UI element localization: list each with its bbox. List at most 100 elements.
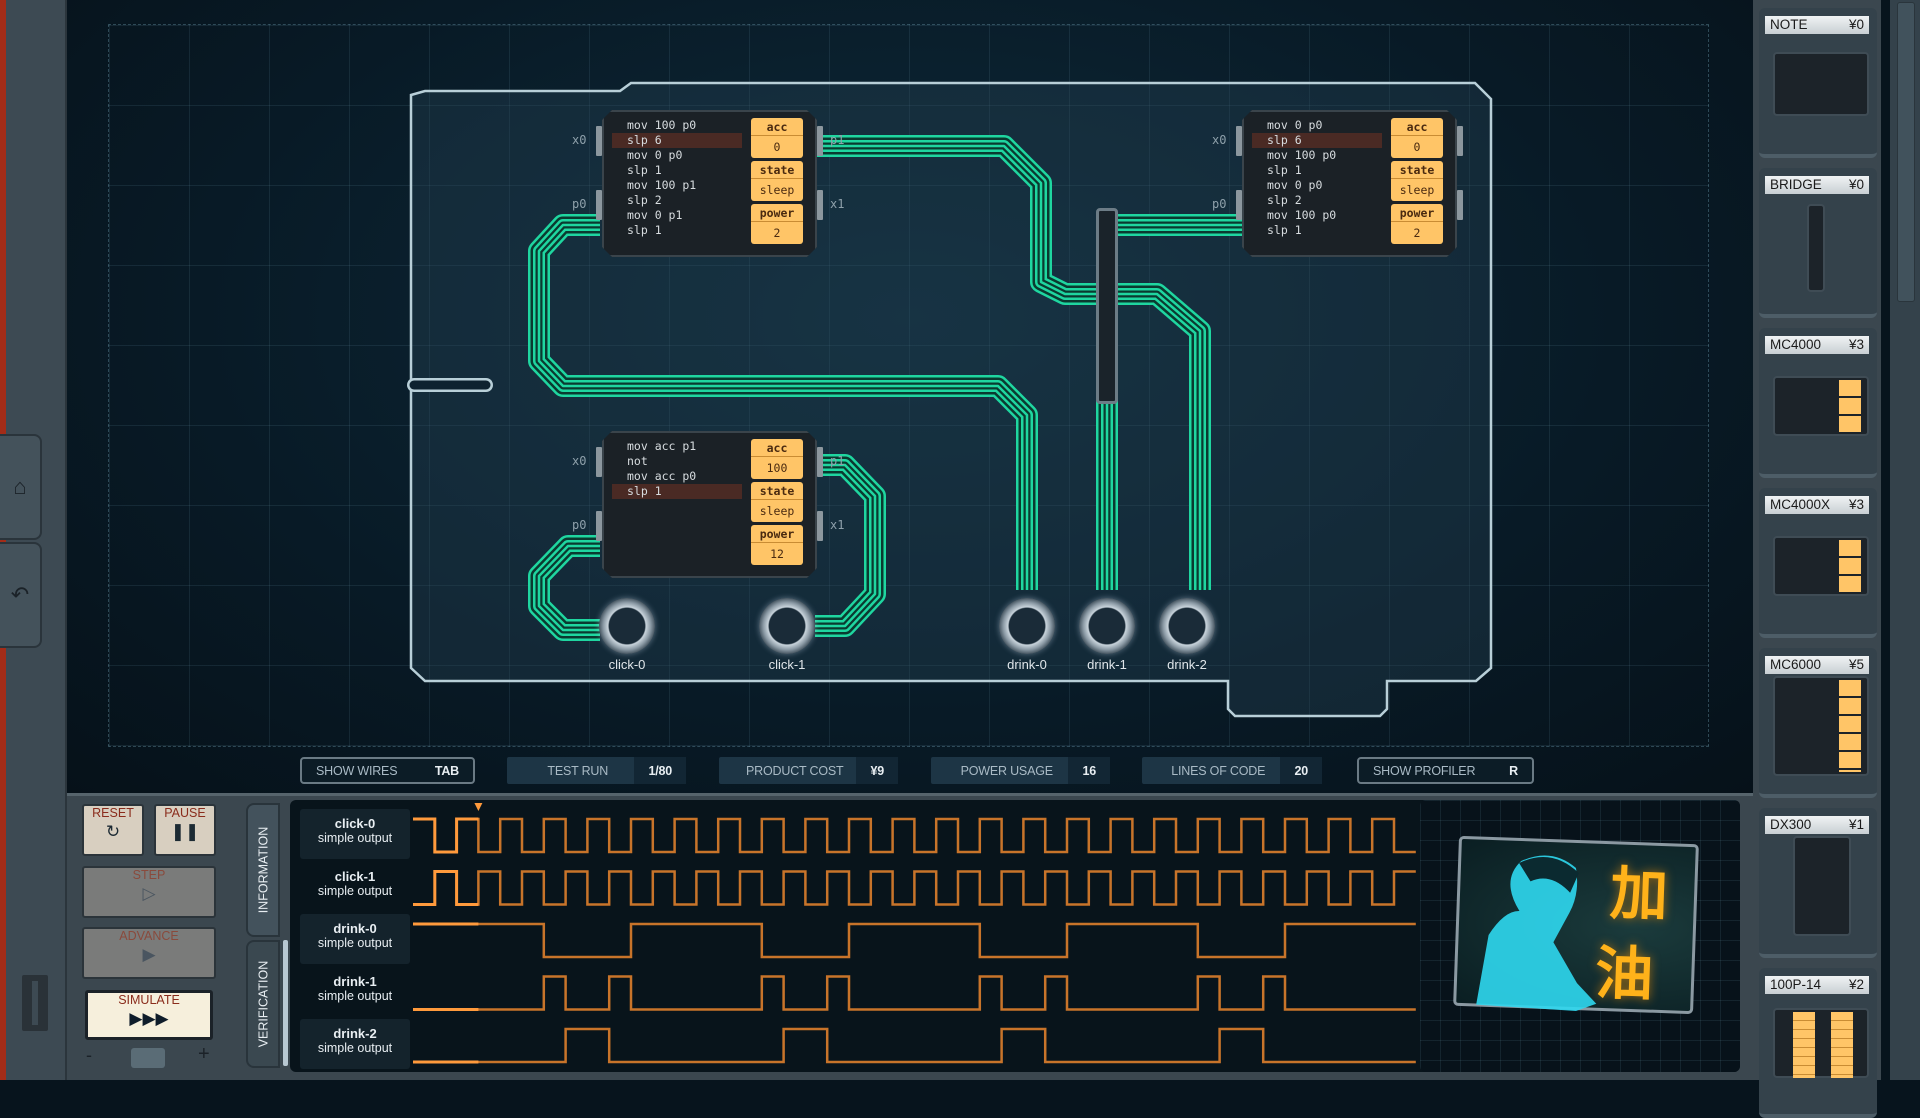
waveform-drink-0 [413,922,1416,959]
signal-name: drink-1 [333,973,377,989]
register-preview [1839,540,1861,592]
register-name: acc [1391,118,1443,136]
signal-type: simple output [317,1041,393,1055]
palette-item-price: ¥1 [1848,817,1864,832]
palette-label: DX300¥1 [1765,816,1869,834]
palette-item-mc4000[interactable]: MC4000¥3 [1759,328,1877,478]
wire-trace-1[interactable] [537,223,1029,590]
code-line[interactable]: slp 1 [627,163,662,177]
step-button[interactable]: STEP▷ [82,866,216,918]
simulate-button[interactable]: SIMULATE▶▶▶ [85,990,213,1040]
code-line[interactable]: slp 1 [1267,223,1302,237]
code-line[interactable]: mov 100 p0 [1267,148,1337,162]
io-button-drink-2[interactable] [1159,598,1215,654]
code-line[interactable]: slp 1 [1267,163,1302,177]
register-name: state [1391,161,1443,179]
speed-decrease[interactable]: - [86,1045,92,1065]
code-line[interactable]: slp 1 [612,484,742,499]
pin-right[interactable] [1457,190,1463,220]
code-line[interactable]: slp 6 [1252,133,1382,148]
advance-label: ADVANCE [119,929,179,943]
palette-item-note[interactable]: NOTE¥0 [1759,8,1877,158]
io-button-drink-0[interactable] [999,598,1055,654]
test-run-label: TEST RUN [547,763,609,778]
pin-right[interactable] [1457,126,1463,156]
register-value: sleep [1399,183,1435,197]
speed-increase[interactable]: + [198,1043,210,1065]
code-line[interactable]: slp 1 [627,223,662,237]
sidebar-accent [0,0,6,1080]
code-line[interactable]: slp 2 [1267,193,1302,207]
pause-icon: ❚❚ [170,822,200,841]
pause-button[interactable]: PAUSE❚❚ [154,804,216,856]
palette-item-dx300[interactable]: DX300¥1 [1759,808,1877,958]
tab-verification[interactable]: VERIFICATION [246,940,280,1068]
speed-slider[interactable] [131,1048,165,1068]
code-line[interactable]: mov 100 p0 [1267,208,1337,222]
power-usage-value: 16 [1068,757,1110,784]
pin-p0[interactable] [1236,190,1242,220]
code-line[interactable]: slp 2 [627,193,662,207]
code-line[interactable]: mov 100 p1 [627,178,697,192]
code-line[interactable]: mov 0 p1 [627,208,683,222]
code-line[interactable]: mov 0 p0 [1267,178,1323,192]
undo-button[interactable]: ↶ [0,542,42,648]
pin-right[interactable] [817,511,823,541]
pin-x0[interactable] [596,126,602,156]
advance-button[interactable]: ADVANCE▶ [82,927,216,979]
pin-p0[interactable] [596,190,602,220]
code-line[interactable]: mov 100 p0 [627,118,697,132]
simulation-controls: RESET↻ PAUSE❚❚ STEP▷ ADVANCE▶ SIMULATE▶▶… [78,800,222,1072]
tab-information[interactable]: INFORMATION [246,803,280,937]
palette-item-mc4000x[interactable]: MC4000X¥3 [1759,488,1877,638]
io-button-click-0[interactable] [599,598,655,654]
pin-x0[interactable] [596,447,602,477]
pin-x0[interactable] [1236,126,1242,156]
pin-right[interactable] [817,190,823,220]
simulate-label: SIMULATE [118,993,180,1007]
palette-item-price: ¥2 [1848,977,1864,992]
code-line[interactable]: not [627,454,648,468]
code-line[interactable]: mov acc p1 [627,439,697,453]
waveform-actual-click-0 [413,817,479,854]
palette-item-mc6000[interactable]: MC6000¥5 [1759,648,1877,798]
verification-scrollbar[interactable] [283,940,288,1066]
wire-trace-0[interactable] [817,144,1202,590]
palette-item-100p-14[interactable]: 100P-14¥2 [1759,968,1877,1118]
register-name: power [751,204,803,222]
io-button-drink-1[interactable] [1079,598,1135,654]
code-line[interactable]: mov acc p0 [627,469,697,483]
io-button-click-1[interactable] [759,598,815,654]
show-wires-label: SHOW WIRES [316,763,398,778]
wire-trace-5[interactable] [815,463,877,628]
palette-item-bridge[interactable]: BRIDGE¥0 [1759,168,1877,318]
signal-name: drink-0 [333,921,377,936]
code-line[interactable]: slp 6 [612,133,742,148]
pin-right[interactable] [817,126,823,156]
pin-p0[interactable] [596,511,602,541]
register-value: 0 [1413,140,1421,154]
wire-trace-4[interactable] [537,544,600,632]
io-button-label: drink-0 [1007,657,1047,672]
palette-scrollbar-thumb[interactable] [1897,2,1915,302]
power-usage-label: POWER USAGE [960,763,1053,778]
pin-right[interactable] [817,447,823,477]
reset-button[interactable]: RESET↻ [82,804,144,856]
home-button[interactable]: ⌂ [0,434,42,540]
palette-label: 100P-14¥2 [1765,976,1869,994]
code-line[interactable]: mov 0 p0 [627,148,683,162]
code-line[interactable]: mov 0 p0 [1267,118,1323,132]
bridge-component[interactable] [1096,208,1118,404]
